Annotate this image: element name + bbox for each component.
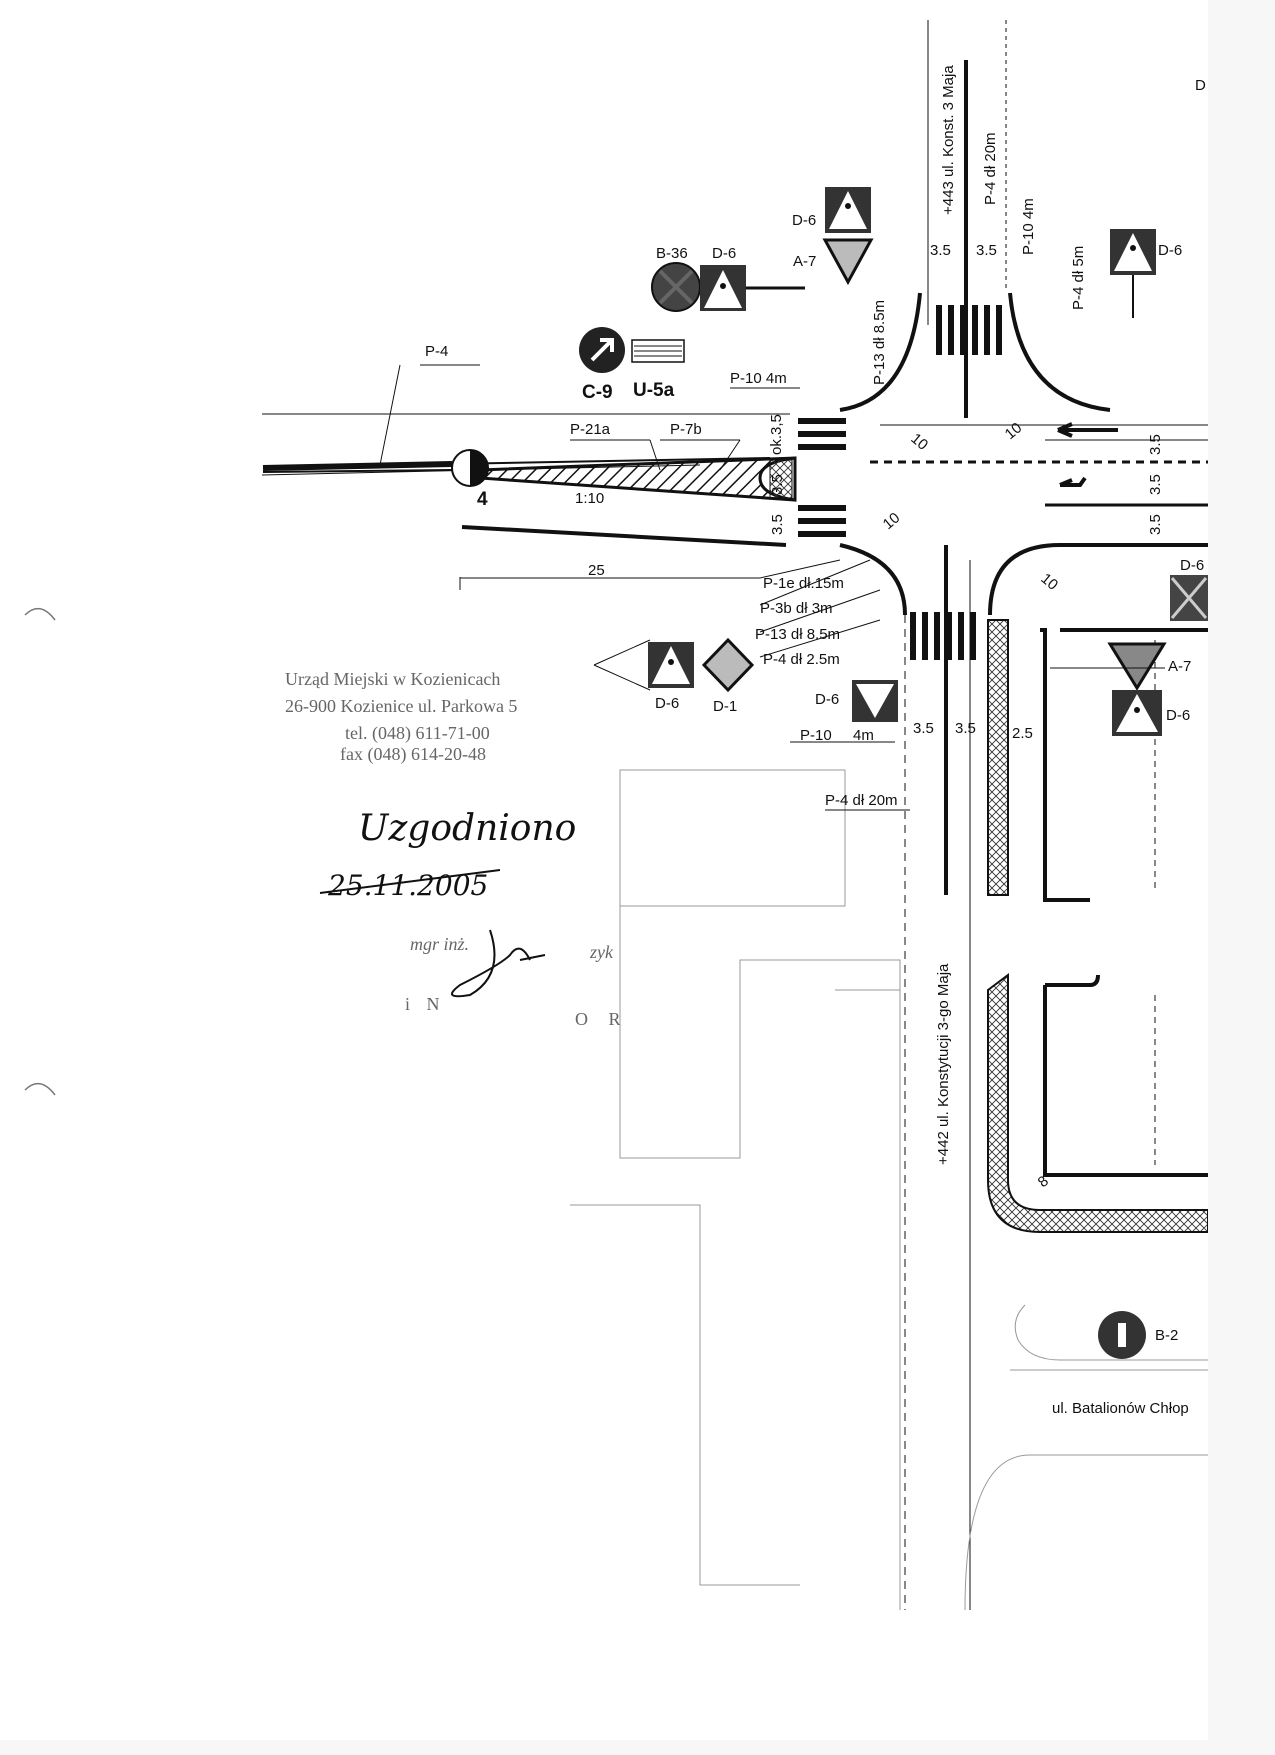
label-p10-b: P-10 [800, 727, 832, 744]
parking-lot-south [1043, 974, 1208, 1177]
street-north: +443 ul. Konst. 3 Maja [940, 65, 957, 215]
label-d6-e: D-6 [1180, 557, 1204, 574]
radius-se: 10 [1037, 570, 1061, 594]
drawing-sheet: P-4 P-21a P-7b 1:10 4 25 P-10 4m P-1e dł… [24, 20, 1208, 1611]
dim-west-lane: 3.5 [769, 514, 786, 535]
dim-east-lane-3: 3.5 [1147, 514, 1164, 535]
dim-south-sidewalk: 2.5 [1012, 725, 1033, 742]
label-length: 25 [588, 562, 605, 579]
street-south: +442 ul. Konstytucji 3-go Maja [935, 963, 952, 1165]
sign-labels: B-36 D-6 D-6 A-7 D-6 C-9 U-5a D-6 D-1 D-… [582, 212, 1204, 1344]
label-d6-nw: D-6 [712, 245, 736, 262]
label-d6-n: D-6 [792, 212, 816, 229]
sign-a7-south-east [1107, 642, 1167, 691]
traffic-light-post [451, 449, 489, 487]
leader-lines [379, 364, 1165, 811]
sidewalk-strip [987, 619, 1009, 896]
dim-south-lane-1: 3.5 [913, 720, 934, 737]
east-leg-road [870, 422, 1208, 507]
radius-sw: 10 [880, 509, 904, 533]
label-d6-sw: D-6 [655, 695, 679, 712]
signature-initials [451, 929, 546, 998]
dim-east-lane-1: 3.5 [1147, 434, 1164, 455]
dim-north-lane-1: 3.5 [930, 242, 951, 259]
label-p10-4m: P-10 4m [730, 370, 787, 387]
dim-ok35: ok.3,5 [768, 414, 785, 455]
street-names: +443 ul. Konst. 3 Maja +442 ul. Konstytu… [935, 65, 1189, 1417]
sign-b36 [651, 262, 701, 312]
dim-island: 3.5 [769, 474, 786, 495]
south-leg-road [839, 543, 1208, 1610]
sign-d6-north-east [1110, 229, 1156, 318]
label-p10-4m-v: P-10 4m [1020, 198, 1037, 255]
label-b36: B-36 [656, 245, 688, 262]
sign-c9 [579, 327, 625, 373]
label-p13-b: P-13 dł 8.5m [755, 626, 840, 643]
stamp-suffix: O R [575, 1009, 629, 1029]
stamp-address: 26-900 Kozienice ul. Parkowa 5 [285, 696, 517, 716]
stamp-title: mgr inż. [410, 934, 469, 954]
corner-sidewalk [987, 973, 1208, 1233]
label-b2: B-2 [1155, 1327, 1178, 1344]
west-crosswalk [798, 418, 846, 537]
label-p4-20-b: P-4 dł 20m [825, 792, 898, 809]
approval-stamp: Urząd Miejski w Kozienicach 26-900 Kozie… [285, 669, 629, 1029]
stamp-suffix2: zyk [589, 942, 614, 962]
signature-approval: Uzgodniono [358, 808, 576, 849]
label-c9: C-9 [582, 382, 613, 403]
label-p21a: P-21a [570, 421, 611, 438]
sign-a7-north [822, 238, 874, 286]
label-d6-se: D-6 [1166, 707, 1190, 724]
street-east: ul. Batalionów Chłop [1052, 1400, 1189, 1417]
label-d1: D-1 [713, 698, 737, 715]
sign-d6-east-edge [1170, 575, 1208, 621]
markings-labels: P-4 P-21a P-7b 1:10 4 25 P-10 4m P-1e dł… [425, 132, 1087, 809]
label-p4-25: P-4 dł 2.5m [763, 651, 840, 668]
label-p4-20: P-4 dł 20m [982, 132, 999, 205]
stamp-office: Urząd Miejski w Kozienicach [285, 669, 500, 689]
label-a7-se: A-7 [1168, 658, 1191, 675]
island-refuge [769, 459, 793, 499]
dim-south-lane-2: 3.5 [955, 720, 976, 737]
label-p1e: P-1e dł.15m [763, 575, 844, 592]
label-node: 4 [477, 489, 488, 510]
label-p7b: P-7b [670, 421, 702, 438]
label-p13-85: P-13 dł 8.5m [871, 300, 888, 385]
traffic-organization-plan: P-4 P-21a P-7b 1:10 4 25 P-10 4m P-1e dł… [24, 20, 1208, 1611]
sign-d6-south [852, 680, 898, 722]
label-p4: P-4 [425, 343, 448, 360]
sign-b2 [1098, 1311, 1146, 1359]
label-ratio: 1:10 [575, 490, 604, 507]
sign-d1 [701, 637, 755, 693]
sign-d6-south-east [1112, 690, 1162, 736]
label-d6-s: D-6 [815, 691, 839, 708]
label-a7-n: A-7 [793, 253, 816, 270]
stamp-initial: i N [405, 994, 446, 1014]
edge-letter: D [1195, 77, 1206, 94]
sign-d6-north-west [700, 265, 805, 311]
west-approach-road [261, 413, 790, 547]
sign-d6-south-west [648, 642, 694, 688]
dim-east-lane-2: 3.5 [1147, 474, 1164, 495]
hatched-traffic-island [478, 456, 797, 502]
dimension-labels: 3.5 3.5 3.5 3.5 2.5 ok.3,5 3.5 3.5 3.5 3… [768, 77, 1206, 1191]
label-p4-5m: P-4 dł 5m [1070, 246, 1087, 310]
punch-holes [24, 607, 56, 1096]
radius-ne: 10 [1002, 419, 1026, 443]
label-u5a: U-5a [633, 380, 675, 401]
building-outlines [570, 769, 1208, 1611]
stamp-phone: tel. (048) 611-71-00 [345, 723, 490, 744]
north-crosswalk [936, 305, 1002, 355]
south-crosswalk [910, 612, 976, 660]
label-p10-b-len: 4m [853, 727, 874, 744]
dim-north-lane-2: 3.5 [976, 242, 997, 259]
parking-lot-north [1040, 628, 1208, 902]
radius-nw: 10 [907, 430, 931, 454]
stamp-fax: fax (048) 614-20-48 [340, 744, 486, 765]
sign-d6-north [825, 187, 871, 233]
label-d6-ne: D-6 [1158, 242, 1182, 259]
label-p3b: P-3b dł 3m [760, 600, 833, 617]
sign-u5a [631, 339, 685, 363]
